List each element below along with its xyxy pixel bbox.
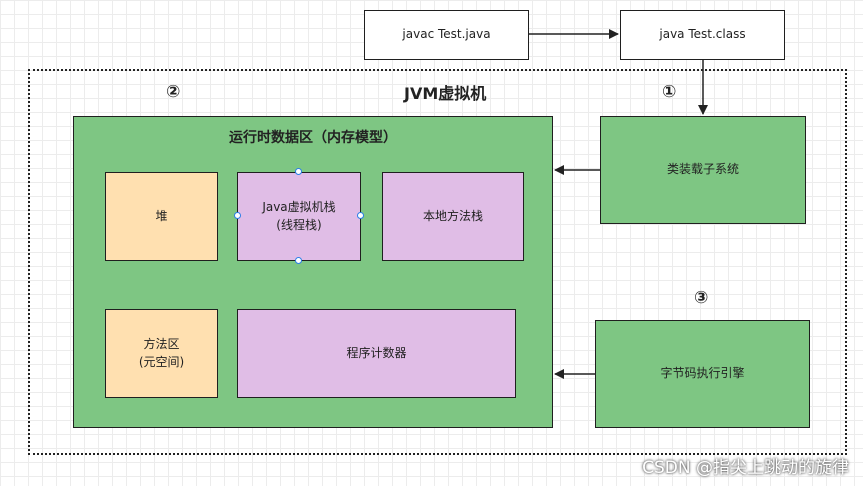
program-counter-box[interactable]: 程序计数器 bbox=[237, 309, 516, 398]
selection-handle-top[interactable] bbox=[295, 168, 302, 175]
method-area-box[interactable]: 方法区 (元空间) bbox=[105, 309, 218, 398]
javac-command-box[interactable]: javac Test.java bbox=[364, 10, 529, 60]
marker-one: ① bbox=[662, 82, 677, 102]
heap-box[interactable]: 堆 bbox=[105, 172, 218, 261]
execution-engine-label: 字节码执行引擎 bbox=[660, 366, 745, 381]
native-stack-label: 本地方法栈 bbox=[422, 208, 483, 223]
heap-label: 堆 bbox=[155, 208, 168, 223]
selection-handle-right[interactable] bbox=[357, 212, 364, 219]
jvm-title: JVM虚拟机 bbox=[404, 84, 487, 103]
javac-command-label: javac Test.java bbox=[402, 27, 491, 42]
native-method-stack-box[interactable]: 本地方法栈 bbox=[382, 172, 524, 261]
bytecode-execution-engine-box[interactable]: 字节码执行引擎 bbox=[595, 320, 810, 428]
jvm-boundary bbox=[28, 69, 847, 455]
program-counter-label: 程序计数器 bbox=[346, 345, 407, 360]
marker-three: ③ bbox=[694, 288, 709, 308]
java-command-label: java Test.class bbox=[659, 27, 746, 42]
csdn-watermark: CSDN @指尖上跳动的旋律 bbox=[642, 458, 849, 478]
class-loader-label: 类装载子系统 bbox=[666, 162, 739, 177]
marker-two: ② bbox=[166, 82, 181, 102]
selection-handle-left[interactable] bbox=[234, 212, 241, 219]
selection-handle-bottom[interactable] bbox=[295, 257, 302, 264]
class-loader-subsystem-box[interactable]: 类装载子系统 bbox=[600, 116, 806, 224]
java-command-box[interactable]: java Test.class bbox=[620, 10, 785, 60]
jvm-stack-label: Java虚拟机栈 (线程栈) bbox=[262, 200, 336, 232]
runtime-area-title: 运行时数据区（内存模型） bbox=[229, 130, 397, 146]
method-area-label: 方法区 (元空间) bbox=[138, 337, 185, 369]
